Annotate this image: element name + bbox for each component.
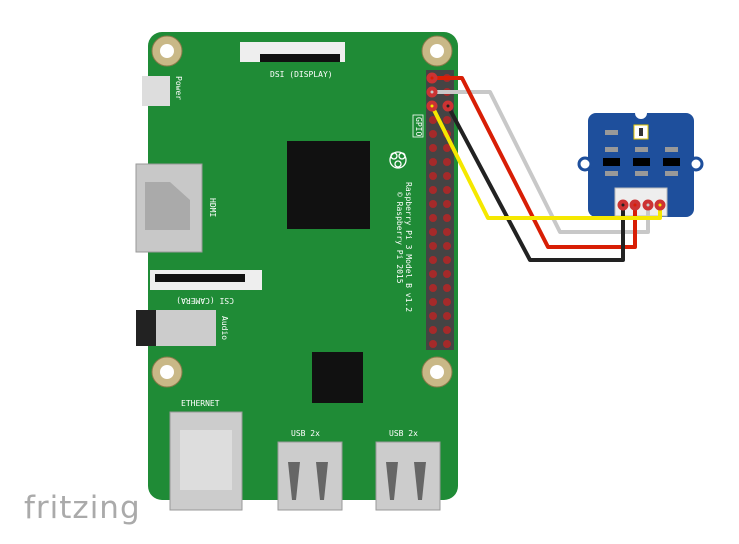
- yellow-wire[interactable]: [430, 105, 662, 220]
- usb-controller-chip: [312, 352, 363, 403]
- ethernet-label: ETHERNET: [181, 399, 220, 408]
- black-wire[interactable]: [446, 105, 625, 262]
- gpio-pin: [443, 158, 451, 166]
- gpio-pin: [443, 200, 451, 208]
- hdmi-label: HDMI: [208, 198, 217, 217]
- gpio-pin: [443, 172, 451, 180]
- fritzing-logo: fritzing: [24, 490, 141, 526]
- gpio-pin: [443, 144, 451, 152]
- gpio-pin: [429, 298, 437, 306]
- gpio-pin: [429, 144, 437, 152]
- gpio-pin: [429, 116, 437, 124]
- wire-endpoint[interactable]: [654, 199, 666, 211]
- dsi-label: DSI (DISPLAY): [270, 70, 333, 79]
- wire-endpoint[interactable]: [629, 199, 641, 211]
- audio-jack: [136, 310, 156, 346]
- wire-endpoint[interactable]: [426, 86, 438, 98]
- gpio-pin: [443, 116, 451, 124]
- usb2-label: USB 2x: [389, 429, 418, 438]
- gpio-pin: [443, 298, 451, 306]
- usb-port-1: [277, 441, 343, 511]
- wires: [426, 72, 666, 262]
- wire-endpoint[interactable]: [442, 100, 454, 112]
- gpio-pin: [429, 284, 437, 292]
- gpio-pin: [443, 186, 451, 194]
- gpio-pin: [429, 340, 437, 348]
- gpio-pin: [429, 186, 437, 194]
- gpio-pin: [429, 270, 437, 278]
- soc-chip: [287, 141, 370, 229]
- raspberry-pi-board: [148, 32, 458, 500]
- gpio-pin: [443, 312, 451, 320]
- board-copyright: © Raspberry Pi 2015: [395, 192, 404, 284]
- gpio-pin: [429, 242, 437, 250]
- wire-endpoint[interactable]: [617, 199, 629, 211]
- gpio-pin: [429, 256, 437, 264]
- gpio-pin: [443, 326, 451, 334]
- mounting-holes: [151, 35, 453, 388]
- gpio-pin: [443, 270, 451, 278]
- usb1-label: USB 2x: [291, 429, 320, 438]
- gpio-pin: [443, 214, 451, 222]
- power-label: Power: [174, 76, 183, 100]
- gpio-pin: [429, 214, 437, 222]
- power-connector: [142, 76, 170, 106]
- usb-port-2: [375, 441, 441, 511]
- gpio-pin: [429, 228, 437, 236]
- gpio-pin: [443, 242, 451, 250]
- gpio-pin: [429, 172, 437, 180]
- gpio-pin: [429, 158, 437, 166]
- gpio-pin: [443, 340, 451, 348]
- wire-endpoint[interactable]: [426, 100, 438, 112]
- wire-endpoint[interactable]: [426, 72, 438, 84]
- gpio-pin: [443, 256, 451, 264]
- gpio-pin: [443, 228, 451, 236]
- gpio-pin: [429, 326, 437, 334]
- gpio-pin: [443, 284, 451, 292]
- gpio-label: GPIO: [414, 117, 423, 136]
- audio-label: Audio: [220, 316, 229, 340]
- gpio-pin: [429, 130, 437, 138]
- csi-label: CSI (CAMERA): [176, 296, 234, 305]
- wire-endpoint[interactable]: [642, 199, 654, 211]
- raspberry-logo-icon: [389, 151, 407, 169]
- board-model-label: Raspberry Pi 3 Model B v1.2: [404, 182, 413, 312]
- gpio-pin: [429, 312, 437, 320]
- red-wire[interactable]: [432, 76, 637, 249]
- gpio-pin: [429, 200, 437, 208]
- sensor-module: [577, 107, 704, 217]
